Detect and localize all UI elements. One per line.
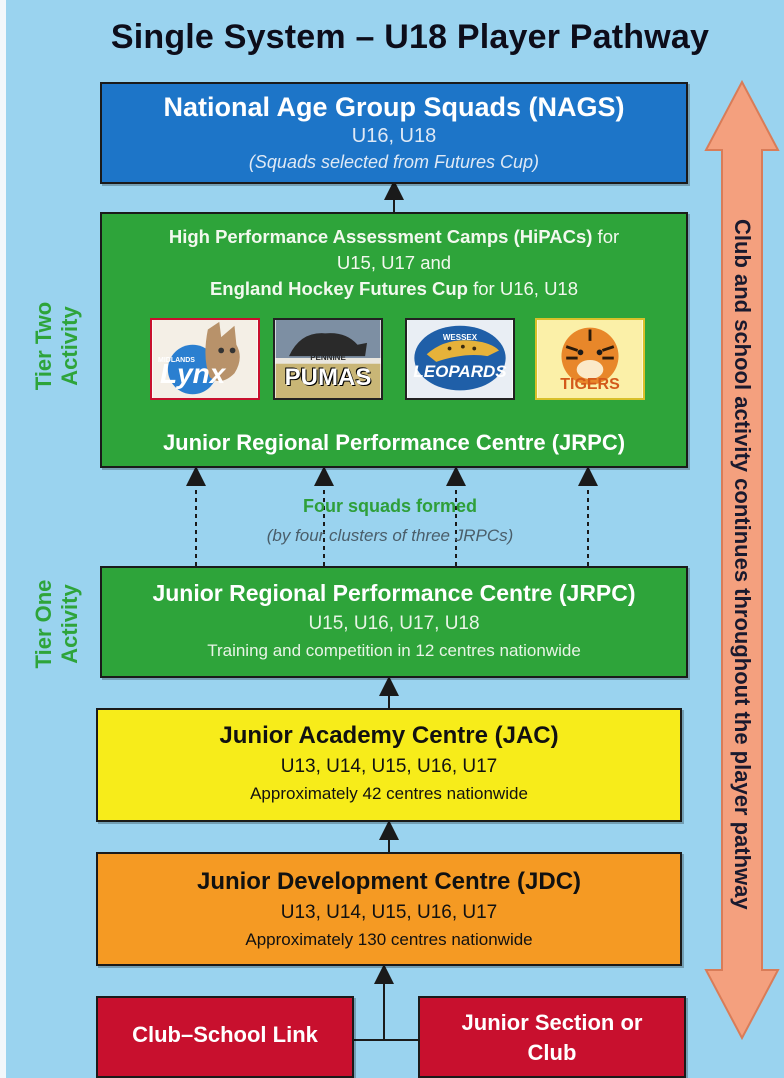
- jdc-ages: U13, U14, U15, U16, U17: [280, 902, 498, 923]
- nags-note: (Squads selected from Futures Cup): [248, 152, 540, 172]
- jdc-note: Approximately 130 centres nationwide: [245, 930, 533, 949]
- tiger-icon: [537, 320, 643, 398]
- tier-one-label-line1: Tier One: [31, 579, 56, 669]
- tigers-text: TIGERS: [560, 376, 620, 393]
- four-squads-title: Four squads formed: [302, 496, 477, 516]
- jac-note: Approximately 42 centres nationwide: [250, 784, 528, 803]
- pumas-text: PUMAS: [284, 364, 372, 391]
- tier-one-label: Tier One Activity: [31, 564, 83, 684]
- tier-two-footer: Junior Regional Performance Centre (JRPC…: [162, 430, 626, 455]
- pumas-logo: PENNINE PUMAS: [273, 318, 383, 400]
- nags-box: National Age Group Squads (NAGS) U16, U1…: [100, 82, 688, 184]
- jrpc-note: Training and competition in 12 centres n…: [207, 641, 581, 660]
- futures-cup-plain: for U16, U18: [467, 278, 579, 299]
- leopards-logo: WESSEX LEOPARDS: [405, 318, 515, 400]
- junior-section-line2: Club: [527, 1040, 577, 1065]
- four-squads-subtitle: (by four clusters of three JRPCs): [266, 526, 514, 545]
- jdc-title: Junior Development Centre (JDC): [196, 868, 582, 895]
- hipac-plain: for: [592, 226, 620, 247]
- tigers-logo: TIGERS: [535, 318, 645, 400]
- lynx-text: Lynx: [160, 358, 226, 389]
- page-title: Single System – U18 Player Pathway: [110, 18, 710, 56]
- leopards-small-text: WESSEX: [442, 333, 478, 342]
- lynx-logo: MIDLANDS Lynx: [150, 318, 260, 400]
- tier-two-label: Tier Two Activity: [31, 286, 83, 406]
- jrpc-title: Junior Regional Performance Centre (JRPC…: [152, 580, 636, 606]
- hipac-ages: U15, U17 and: [336, 252, 452, 273]
- side-arrow-text: Club and school activity continues throu…: [730, 219, 755, 910]
- jrpc-box: Junior Regional Performance Centre (JRPC…: [100, 566, 688, 678]
- futures-cup-line: England Hockey Futures Cup for U16, U18: [102, 278, 686, 300]
- junior-section-box: Junior Section or Club: [418, 996, 686, 1078]
- side-double-arrow: [704, 80, 780, 1040]
- tier-two-label-line2: Activity: [57, 306, 82, 386]
- leopards-text: LEOPARDS: [413, 362, 507, 381]
- jac-ages: U13, U14, U15, U16, U17: [280, 756, 498, 777]
- jdc-box: Junior Development Centre (JDC) U13, U14…: [96, 852, 682, 966]
- hipac-bold: High Performance Assessment Camps (HiPAC…: [168, 226, 593, 247]
- tier-one-label-line2: Activity: [57, 584, 82, 664]
- lynx-small-text: MIDLANDS: [158, 357, 195, 364]
- nags-title: National Age Group Squads (NAGS): [163, 92, 625, 122]
- tier-two-label-line1: Tier Two: [31, 301, 56, 391]
- lynx-icon: [152, 320, 258, 398]
- jrpc-ages: U15, U16, U17, U18: [308, 613, 480, 634]
- puma-icon: [275, 320, 381, 398]
- junior-section-line1: Junior Section or: [461, 1010, 643, 1035]
- club-school-link-box: Club–School Link: [96, 996, 354, 1078]
- jac-title: Junior Academy Centre (JAC): [219, 722, 559, 749]
- nags-ages: U16, U18: [351, 125, 437, 147]
- jac-box: Junior Academy Centre (JAC) U13, U14, U1…: [96, 708, 682, 822]
- club-school-label: Club–School Link: [132, 1022, 318, 1047]
- hipac-line: High Performance Assessment Camps (HiPAC…: [102, 226, 686, 248]
- pumas-small-text: PENNINE: [310, 353, 346, 362]
- futures-cup-bold: England Hockey Futures Cup: [209, 278, 468, 299]
- leopard-icon: [407, 320, 513, 398]
